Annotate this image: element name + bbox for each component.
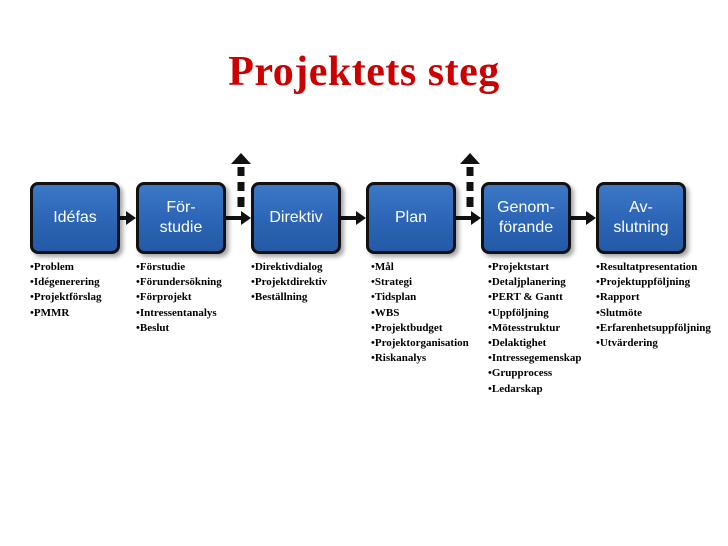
stage-item: •Intressentanalys [136, 306, 217, 319]
stage-label-line: Genom- [497, 199, 555, 216]
stage-label: Direktiv [269, 208, 322, 228]
stage-item: •PMMR [30, 306, 70, 319]
stage-label-line: Plan [394, 209, 428, 226]
gate-arrow-head [231, 153, 251, 164]
stage-item: •Förprojekt [136, 291, 192, 304]
stage-item: •Idégenerering [30, 276, 100, 289]
flow-arrow-head [586, 211, 596, 225]
stage-item: •Beslut [136, 321, 170, 334]
stage-item-list-5: •Projektstart •Detaljplanering •PERT & Gan… [488, 260, 581, 397]
stage-label: Idéfas [53, 208, 97, 228]
stage-label-line: förande [498, 219, 554, 236]
gate-dash [466, 182, 474, 191]
stage-label: Plan [395, 208, 427, 228]
stage-item-list-4: •Mål •Strategi •Tidsplan •WBS •Projektbudget… [371, 260, 469, 366]
flow-arrow-head [241, 211, 251, 225]
stage-item: •Erfarenhetsuppföljning [596, 321, 711, 334]
stage-box-6: Av-slutning [596, 182, 686, 254]
gate-dash [466, 167, 474, 176]
stage-item: •Projektbudget [371, 321, 443, 334]
stage-item-list-3: •Direktivdialog •Projektdirektiv •Beställn… [251, 260, 327, 306]
stage-item-list-1: •Problem •Idégenerering •Projektförslag •PM… [30, 260, 101, 321]
stage-item: •Projektdirektiv [251, 276, 328, 289]
stage-item: •Förundersökning [136, 276, 222, 289]
stage-item: •Slutmöte [596, 306, 643, 319]
flow-arrow-head [356, 211, 366, 225]
stage-item: •Resultatpresentation [596, 261, 698, 273]
stage-box-1: Idéfas [30, 182, 120, 254]
stage-item: •Strategi [371, 276, 413, 289]
stage-label-line: Av- [629, 199, 653, 216]
slide-title: Projektets steg [228, 49, 500, 95]
stage-item: •Riskanalys [371, 352, 427, 365]
stage-box-3: Direktiv [251, 182, 341, 254]
gate-arrow-head [460, 153, 480, 164]
decision-gate-arrow [231, 153, 251, 207]
stage-item: •Intressegemenskap [488, 352, 582, 365]
stage-item: •Tidsplan [371, 291, 417, 304]
stage-item: •Problem [30, 261, 74, 273]
stage-item: •PERT & Gantt [488, 291, 563, 304]
stage-item: •Uppföljning [488, 306, 549, 319]
gate-dash [237, 182, 245, 191]
stage-item: •Utvärdering [596, 337, 658, 350]
flow-arrow-head [126, 211, 136, 225]
stage-label-line: studie [159, 219, 203, 236]
stage-item: •Beställning [251, 291, 308, 304]
stage-item: •Projektförslag [30, 291, 102, 304]
stage-item: •Grupprocess [488, 367, 553, 380]
stage-item: •Rapport [596, 291, 640, 304]
stage-box-5: Genom-förande [481, 182, 571, 254]
gate-dash [237, 197, 245, 207]
stage-label-line: slutning [613, 219, 669, 236]
stage-item: •Förstudie [136, 261, 186, 273]
stage-label: För-studie [160, 198, 203, 238]
stage-item: •Projektorganisation [371, 337, 469, 350]
stage-label: Av-slutning [613, 198, 668, 238]
gate-dash [466, 197, 474, 207]
stage-item: •Projektuppföljning [596, 276, 691, 289]
gate-dash [237, 167, 245, 176]
stage-item: •Delaktighet [488, 337, 547, 350]
decision-gate-arrow [460, 153, 480, 207]
stage-item: •Projektstart [488, 261, 550, 273]
stage-item: •Mötesstruktur [488, 321, 561, 334]
stage-label: Genom-förande [497, 198, 555, 238]
stage-box-2: För-studie [136, 182, 226, 254]
stage-item: •Direktivdialog [251, 261, 323, 273]
stage-item-list-6: •Resultatpresentation •Projektuppföljning… [596, 260, 711, 351]
stage-item: •Ledarskap [488, 382, 543, 395]
stage-item: •Detaljplanering [488, 276, 566, 289]
stage-item: •Mål [371, 261, 394, 273]
flow-arrow-head [471, 211, 481, 225]
stage-item: •WBS [371, 306, 400, 319]
stage-item-list-2: •Förstudie •Förundersökning •Förprojekt •In… [136, 260, 222, 336]
stage-box-4: Plan [366, 182, 456, 254]
stage-label-line: Idéfas [53, 209, 97, 226]
stage-label-line: För- [166, 199, 196, 216]
stage-label-line: Direktiv [269, 209, 323, 226]
